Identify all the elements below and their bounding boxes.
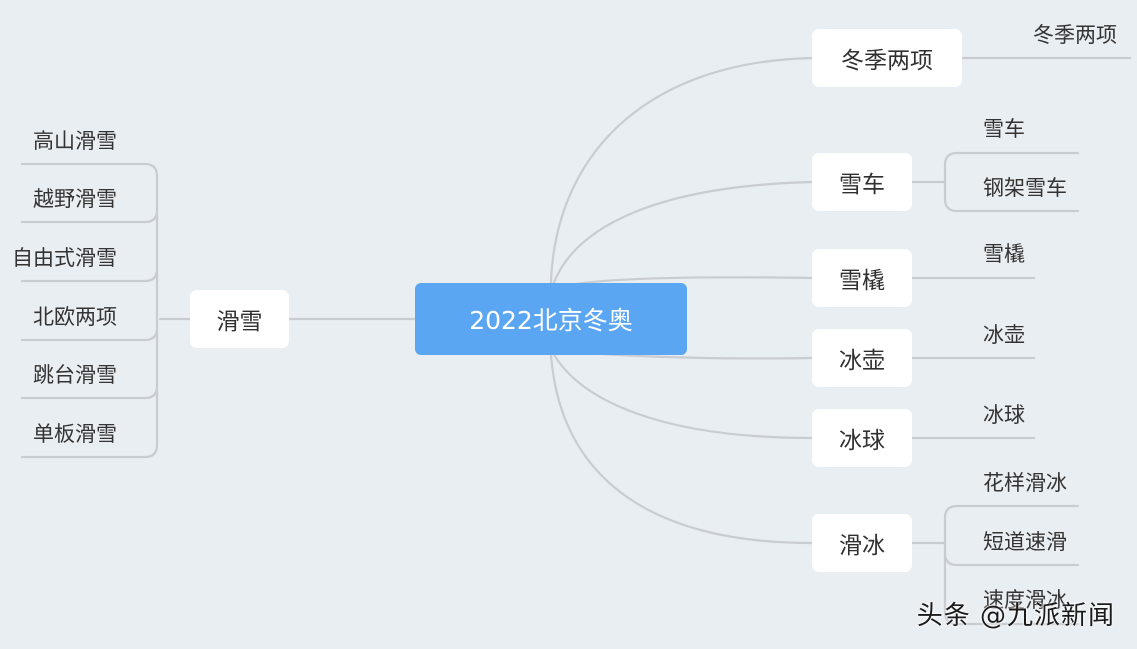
root-label: 2022北京冬奥 bbox=[469, 306, 633, 335]
branch-label: 冬季两项 bbox=[841, 48, 933, 74]
branch-bobsleigh[interactable]: 雪车 bbox=[812, 153, 912, 211]
branch-label: 滑冰 bbox=[839, 533, 885, 559]
leaf-nordic-combined[interactable]: 北欧两项 bbox=[33, 305, 117, 329]
link-root-ice-hockey bbox=[551, 351, 814, 440]
branch-label: 冰球 bbox=[839, 428, 885, 454]
branch-winter-biathlon[interactable]: 冬季两项 bbox=[812, 29, 962, 87]
watermark-text: 头条 @九派新闻 bbox=[916, 601, 1115, 631]
leaf-bobsleigh[interactable]: 雪车 bbox=[983, 117, 1025, 141]
leaf-skeleton[interactable]: 钢架雪车 bbox=[983, 176, 1067, 200]
branch-curling[interactable]: 冰壶 bbox=[812, 329, 912, 387]
leaf-short-track[interactable]: 短道速滑 bbox=[983, 530, 1067, 554]
leaf-speed-skating[interactable]: 速度滑冰 bbox=[983, 588, 1067, 612]
link-root-skating bbox=[549, 353, 814, 545]
branch-ice-hockey[interactable]: 冰球 bbox=[812, 409, 912, 467]
leaf-snowboard[interactable]: 单板滑雪 bbox=[33, 422, 117, 446]
branch-label: 滑雪 bbox=[216, 309, 263, 335]
link-root-winter-biathlon bbox=[549, 56, 814, 285]
branch-label: 雪橇 bbox=[839, 268, 885, 294]
leaf-figure-skating[interactable]: 花样滑冰 bbox=[983, 471, 1067, 495]
leaf-curling[interactable]: 冰壶 bbox=[983, 323, 1025, 347]
leaf-alpine-skiing[interactable]: 高山滑雪 bbox=[33, 129, 117, 153]
branch-label: 雪车 bbox=[839, 172, 885, 198]
branch-luge[interactable]: 雪橇 bbox=[812, 249, 912, 307]
branch-skating[interactable]: 滑冰 bbox=[812, 514, 912, 572]
leaf-ski-jumping[interactable]: 跳台滑雪 bbox=[33, 363, 117, 387]
branch-label: 冰壶 bbox=[839, 348, 885, 374]
branch-skiing[interactable]: 滑雪 bbox=[190, 290, 289, 348]
leaf-cross-country-skiing[interactable]: 越野滑雪 bbox=[33, 187, 117, 211]
root-node[interactable]: 2022北京冬奥 bbox=[415, 283, 687, 355]
leaf-luge[interactable]: 雪橇 bbox=[983, 242, 1025, 266]
leaf-biathlon[interactable]: 冬季两项 bbox=[1033, 23, 1117, 47]
leaf-freestyle-skiing[interactable]: 自由式滑雪 bbox=[12, 246, 117, 270]
leaf-ice-hockey[interactable]: 冰球 bbox=[983, 403, 1025, 427]
link-root-bobsleigh bbox=[551, 180, 814, 287]
